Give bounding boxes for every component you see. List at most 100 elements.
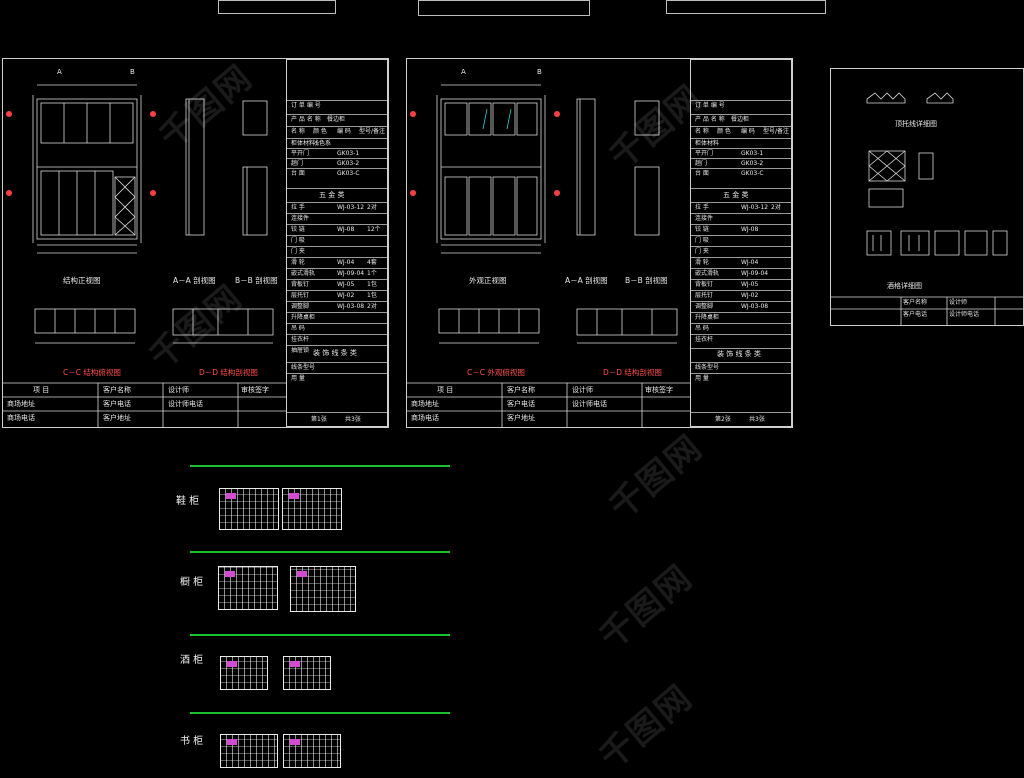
hardware-header: 五 金 类 [691,188,791,202]
section-aa-title: A－A 剖视图 [565,276,608,285]
tb-customer-name: 客户名称 [507,386,535,394]
tb-designer: 设计师 [168,386,189,394]
section-marker-b: B [537,68,542,76]
product-row: 产 品 名 称餐边柜 [691,114,791,126]
category-label-book-cabinet[interactable]: 书 柜 [180,736,204,747]
sheet2-linework [407,84,690,427]
hw-row: 门 吸 [691,235,791,246]
tb-review: 审核签字 [645,386,673,394]
tb-project: 项 目 [33,386,50,394]
thumbnail[interactable] [220,656,268,690]
decor-header: 装 饰 线 条 类 [313,349,357,357]
tb-store-phone: 商场电话 [7,414,35,422]
tb-designer: 设计师 [949,299,968,306]
divider-line [190,712,450,714]
thumbnail[interactable] [283,656,331,690]
section-marker-a: A [461,68,466,76]
hardware-header: 五 金 类 [287,188,387,202]
tb-designer-phone: 设计师电话 [949,311,980,318]
product-row: 产 品 名 称餐边柜 [287,114,387,126]
section-marker-a: A [57,68,62,76]
divider-line [190,634,450,636]
thumbnail[interactable] [220,734,278,768]
spec-header-row: 名 称 颜 色 编 码 型号/备注 [691,126,791,138]
decor-header: 装 饰 线 条 类 [691,348,791,362]
hw-row: 抽屉锁 [287,345,387,356]
tb-customer-address: 客户地址 [507,414,535,422]
top-titleblock-right [666,0,826,14]
spec-header-row: 名 称 颜 色 编 码 型号/备注 [287,126,387,138]
tb-designer-phone: 设计师电话 [572,400,607,408]
thumbnail[interactable] [282,488,342,530]
thumbnail[interactable] [290,566,356,612]
watermark: 千图网 [592,557,701,658]
sheet3-linework [831,92,1023,325]
spec-row: 柜体材料浅色系 [287,138,387,148]
drawing-sheet-3[interactable]: 顶托线详细图 酒格详细图 客户名称 设计师 客户电话 设计师电话 [830,68,1024,326]
watermark: 千图网 [592,677,701,778]
category-label-shoe-cabinet[interactable]: 鞋 柜 [176,496,200,507]
top-titleblock-left [218,0,336,14]
section-bb-title: B－B 剖视图 [235,276,278,285]
tb-review: 审核签字 [241,386,269,394]
top-titleblock-mid [418,0,590,16]
hw-row: 连接件 [691,213,791,224]
tb-designer: 设计师 [572,386,593,394]
page-row: 第1张共3张 [287,412,387,428]
front-view-title: 结构正视图 [63,276,101,285]
thumbnail[interactable] [283,734,341,768]
section-aa-title: A－A 剖视图 [173,276,216,285]
detail-title-2: 酒格详细图 [887,282,922,290]
drawing-sheet-2[interactable]: A B 外观正视图 A－A 剖视图 B－B 剖视图 C－C 外观俯视图 D－D … [406,58,793,428]
tb-customer-phone: 客户电话 [903,311,928,318]
decor-row: 线条型号 [691,362,791,373]
section-bb-title: B－B 剖视图 [625,276,668,285]
decor-row: 用 量 [691,373,791,384]
section-marker-b: B [130,68,135,76]
drawing-sheet-1[interactable]: A B 结构正视图 A－A 剖视图 B－B 剖视图 C－C 结构俯视图 D－D … [2,58,389,428]
tb-store-phone: 商场电话 [411,414,439,422]
tb-designer-phone: 设计师电话 [168,400,203,408]
hw-row: 连接件 [287,213,387,224]
hw-row: 吊 码 [691,323,791,334]
plan-d-title: D－D 结构剖视图 [603,368,662,377]
plan-c-title: C－C 外观俯视图 [467,368,525,377]
category-label-kitchen-cabinet[interactable]: 橱 柜 [180,577,204,588]
detail-title-1: 顶托线详细图 [895,120,937,128]
divider-line [190,465,450,467]
tb-project: 项 目 [437,386,454,394]
decor-row: 线条型号 [287,362,387,373]
order-row: 订 单 编 号 [691,100,791,114]
hw-row: 门 夹 [691,246,791,257]
hw-row: 门 夹 [287,246,387,257]
thumbnail[interactable] [218,566,278,610]
tb-store-address: 商场地址 [7,400,35,408]
plan-c-title: C－C 结构俯视图 [63,368,121,377]
hw-row: 升降桌柜 [691,312,791,323]
thumbnail[interactable] [219,488,279,530]
tb-customer-name: 客户名称 [103,386,131,394]
decor-row: 用 量 [287,373,387,384]
order-row: 订 单 编 号 [287,100,387,114]
category-label-wine-cabinet[interactable]: 酒 柜 [180,655,204,666]
plan-d-title: D－D 结构剖视图 [199,368,258,377]
divider-line [190,551,450,553]
hw-row: 门 吸 [287,235,387,246]
